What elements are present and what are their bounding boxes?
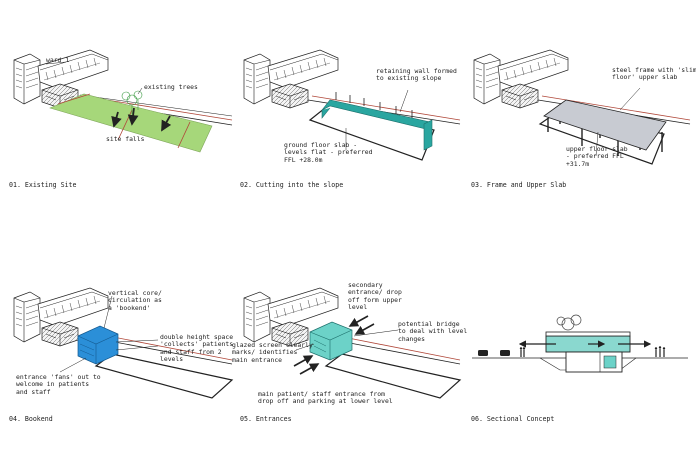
label-ground-floor-slab: ground floor slab - levels flat - prefer… (284, 141, 373, 164)
panel-01-drawing (13, 49, 233, 153)
label-glazed-screen: glazed screen clearly marks/ identifies … (232, 341, 313, 364)
caption-03: 03. Frame and Upper Slab (471, 181, 567, 189)
label-potential-bridge: potential bridge to deal with level chan… (398, 320, 468, 343)
panel-02-drawing (243, 49, 461, 161)
label-steel-frame: steel frame with 'slim floor' upper slab (612, 66, 696, 82)
label-existing-trees: existing trees (144, 83, 198, 91)
caption-06: 06. Sectional Concept (471, 415, 555, 423)
panel-05-drawing (243, 287, 462, 399)
caption-02: 02. Cutting into the slope (240, 181, 344, 189)
caption-05: 05. Entrances (240, 415, 292, 423)
label-vertical-core: vertical core/ circulation as a 'bookend… (108, 289, 162, 312)
label-ward: ward 1 (46, 56, 70, 64)
panel-04-drawing (13, 287, 234, 399)
label-upper-floor-slab: upper floor slab - preferred FFL +31.7m (566, 145, 628, 168)
label-entrance-fans: entrance 'fans' out to welcome in patien… (16, 373, 101, 396)
panel-06-drawing (472, 314, 688, 373)
label-double-height: double height space 'collects' patients … (160, 333, 234, 364)
label-site-falls: site falls (106, 135, 145, 143)
label-secondary-entrance: secondary entrance/ drop off form upper … (348, 281, 402, 312)
caption-04: 04. Bookend (9, 415, 53, 423)
label-retaining-wall: retaining wall formed to existing slope (376, 67, 457, 83)
panel-03-drawing (473, 49, 691, 165)
caption-01: 01. Existing Site (9, 181, 77, 189)
label-main-entrance: main patient/ staff entrance from drop o… (258, 390, 393, 406)
